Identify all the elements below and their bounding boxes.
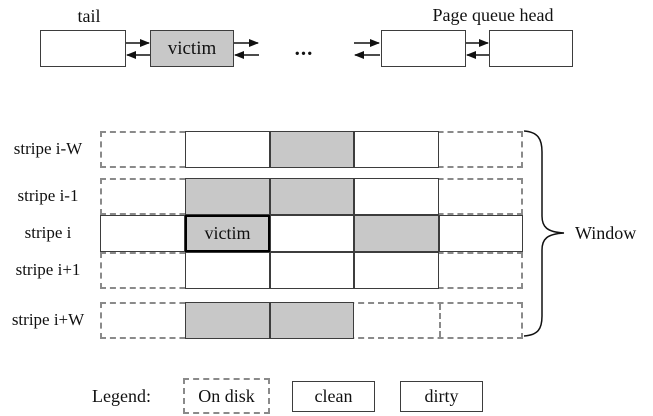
legend-clean-box: clean [292,381,375,412]
grid-cell-clean [270,252,354,289]
legend-on-disk-box: On disk [183,378,270,414]
tail-label: tail [77,6,101,26]
legend-title: Legend: [92,386,151,406]
grid-cell-dirty [270,302,354,339]
legend-dirty-label: dirty [424,386,459,406]
grid-cell-clean [270,215,354,252]
queue-node-middle [381,30,466,67]
grid-cell-dirty [270,178,354,215]
stripe-label: stripe i-1 [17,186,79,205]
stripe-label: stripe i [24,223,72,242]
grid-cell-dirty [185,178,270,215]
grid-cell-clean [354,131,439,168]
queue-node-tail [40,30,126,67]
page-queue-head-label: Page queue head [432,5,554,25]
window-brace [523,130,565,337]
dashed-cell-divider [439,304,441,337]
stripe-label: stripe i+W [11,310,85,329]
grid-cell-clean [439,215,523,252]
grid-cell-dirty [354,215,439,252]
grid-cell-clean [100,215,185,252]
grid-cell-victim: victim [185,215,270,252]
stripe-label: stripe i+1 [15,260,81,279]
legend-dirty-box: dirty [400,381,483,412]
grid-cell-clean [185,252,270,289]
legend-on-disk-label: On disk [198,385,255,406]
grid-cell-dirty [270,131,354,168]
queue-ellipsis: ... [294,36,314,60]
grid-cell-clean [185,131,270,168]
grid-cell-clean [354,178,439,215]
grid-cell-dirty [185,302,270,339]
queue-node-head [489,30,573,67]
grid-cell-clean [354,252,439,289]
queue-node-victim: victim [150,30,234,67]
stripe-label: stripe i-W [13,139,83,158]
window-label: Window [575,223,637,243]
legend-clean-label: clean [314,386,353,406]
